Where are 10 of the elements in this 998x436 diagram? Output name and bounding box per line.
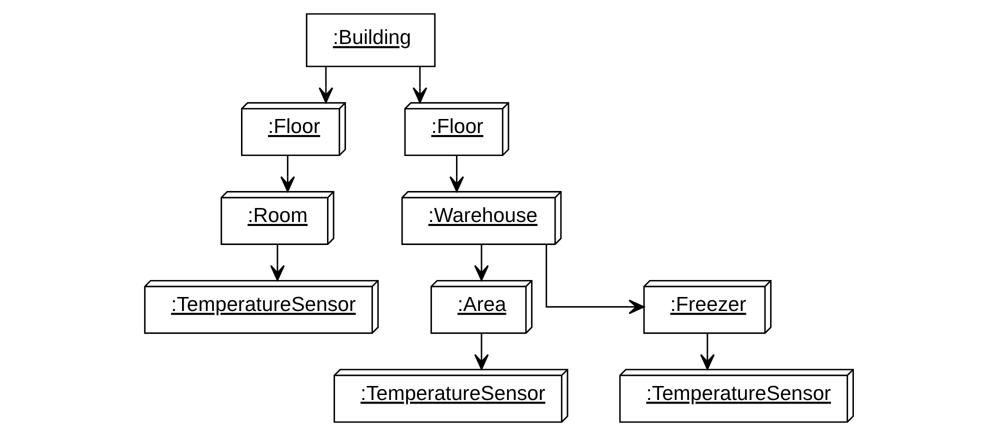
- node-box: :Building: [306, 13, 436, 68]
- arrow: [474, 334, 489, 370]
- arrow: [474, 244, 489, 281]
- arrow: [280, 156, 295, 192]
- arrow: [700, 334, 715, 370]
- arrow: [546, 244, 644, 314]
- arrow: [318, 66, 334, 104]
- arrow: [412, 66, 428, 104]
- arrow: [270, 244, 285, 281]
- arrow: [449, 156, 464, 192]
